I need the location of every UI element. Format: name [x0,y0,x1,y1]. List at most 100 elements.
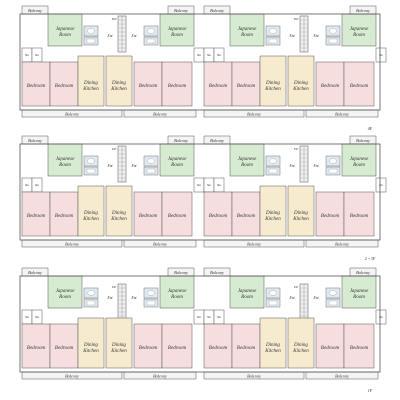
dining-kitchen-label: Kitchen [110,349,127,354]
entrance-label: Ent [289,34,296,38]
bedroom-label: Bedroom [139,214,158,219]
dining-kitchen-label: Dining [265,81,280,86]
storage-label: Sto [35,183,39,187]
bedroom-label: Bedroom [350,214,369,219]
bedroom [21,191,51,237]
entrance-label: Ent [131,34,138,38]
storage-label: Sto [217,53,221,57]
japanese-room-label: Japanese [238,157,257,162]
bedroom [203,323,233,369]
bedroom-label: Bedroom [321,346,340,351]
stair-direction: DN [293,17,300,21]
wet-area [265,287,281,308]
balcony-label: Balcony [28,270,42,275]
dining-kitchen-label: Kitchen [82,217,99,222]
dining-kitchen [259,55,287,107]
balcony-label: Balcony [210,138,224,143]
entrance-label: Ent [313,164,320,168]
balcony-label: Balcony [210,8,224,13]
japanese-room-label: Room [352,295,365,300]
wet-area [325,155,341,176]
bedroom [231,323,261,369]
japanese-room [229,275,265,309]
bedroom-label: Bedroom [168,214,187,219]
balcony-label: Balcony [174,8,188,13]
entrance-label: Ent [107,34,114,38]
wet-area [143,25,159,46]
japanese-room [341,275,377,309]
bedroom [315,323,345,369]
dining-kitchen-label: Dining [111,211,126,216]
dining-kitchen-label: Kitchen [82,349,99,354]
dining-kitchen [77,317,105,369]
dining-kitchen [287,185,315,237]
storage [375,177,387,193]
balcony-label: Balcony [356,138,370,143]
wet-area [325,287,341,308]
storage-label: Sto [379,315,383,319]
dining-kitchen [287,55,315,107]
dining-kitchen-label: Dining [83,211,98,216]
bedroom [161,61,193,107]
bedroom-label: Bedroom [350,346,369,351]
balcony-label: Balcony [174,270,188,275]
bedroom [133,191,163,237]
balcony-label: Balcony [65,374,79,379]
japanese-room-label: Japanese [56,27,75,32]
balcony-label: Balcony [335,374,349,379]
building-outline [19,275,381,373]
balcony-label: Balcony [65,242,79,247]
japanese-room-label: Japanese [56,157,75,162]
dining-kitchen [105,185,133,237]
dining-kitchen [105,317,133,369]
bedroom-label: Bedroom [321,214,340,219]
dining-kitchen [77,55,105,107]
storage-label: Sto [35,53,39,57]
dining-kitchen [259,185,287,237]
dining-kitchen-label: Dining [83,81,98,86]
bedroom-label: Bedroom [55,346,74,351]
japanese-room-label: Room [58,295,71,300]
storage-label: Sto [207,53,211,57]
building-outline [19,143,381,241]
bedroom-label: Bedroom [237,346,256,351]
dining-kitchen-label: Dining [265,211,280,216]
bedroom [133,61,163,107]
wet-area [143,155,159,176]
dining-kitchen-label: Dining [293,343,308,348]
bedroom-label: Bedroom [321,84,340,89]
dining-kitchen-label: Kitchen [82,87,99,92]
balcony-label: Balcony [153,242,167,247]
storage [375,309,387,325]
balcony-label: Balcony [28,138,42,143]
dining-kitchen-label: Kitchen [292,87,309,92]
japanese-room-label: Japanese [350,157,369,162]
wet-area [325,25,341,46]
japanese-room-label: Japanese [56,289,75,294]
stair-direction: UP [112,285,118,289]
storage-label: Sto [35,315,39,319]
wet-area [265,155,281,176]
bedroom [203,61,233,107]
bedroom-label: Bedroom [55,84,74,89]
japanese-room-label: Room [170,295,183,300]
japanese-room-label: Japanese [168,289,187,294]
building-outline [19,13,381,111]
balcony-label: Balcony [356,8,370,13]
japanese-room [47,143,83,177]
japanese-room-label: Japanese [238,289,257,294]
storage-label: Sto [25,315,29,319]
dining-kitchen-label: Kitchen [110,87,127,92]
stair-direction: UP [294,285,300,289]
balcony-label: Balcony [153,112,167,117]
bedroom [161,323,193,369]
floor-label: 1F [368,388,373,393]
balcony-label: Balcony [153,374,167,379]
dining-kitchen-label: Dining [293,81,308,86]
bedroom-label: Bedroom [237,214,256,219]
stair-core [299,283,309,321]
dining-kitchen-label: Kitchen [264,87,281,92]
